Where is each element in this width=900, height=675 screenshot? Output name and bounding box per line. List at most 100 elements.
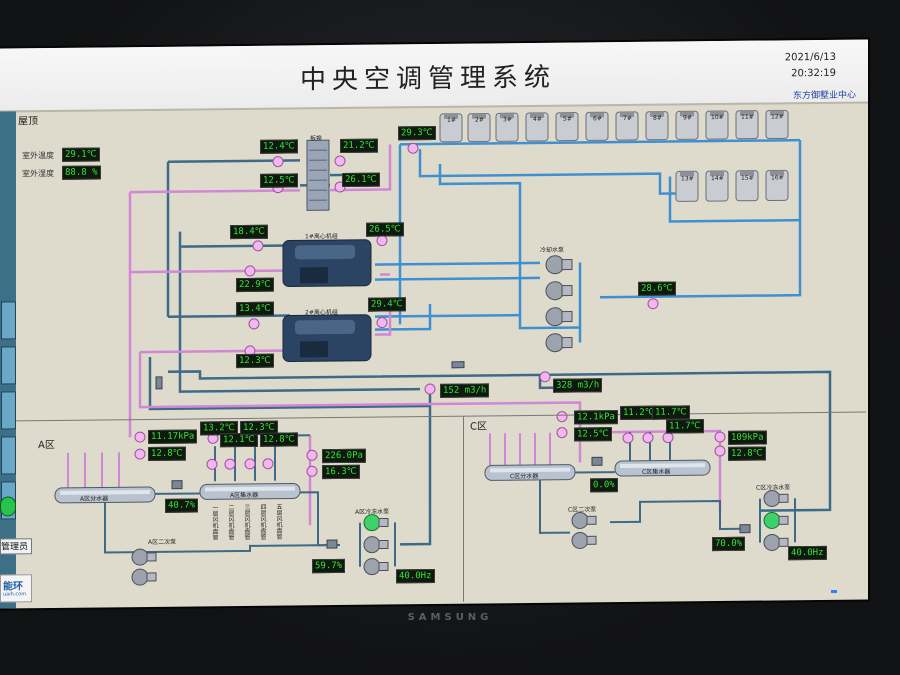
cooling-tower-icon[interactable] bbox=[765, 169, 789, 201]
cooling-tower-icon[interactable] bbox=[735, 110, 759, 140]
cooling-tower-icon[interactable] bbox=[615, 111, 639, 141]
scada-screen: 中央空调管理系统 2021/6/13 20:32:19 东方御墅业中心 bbox=[0, 39, 868, 609]
left-nav-panel bbox=[0, 111, 16, 609]
sensor-node-icon[interactable] bbox=[334, 155, 346, 167]
pump-icon[interactable] bbox=[571, 531, 597, 549]
sensor-node-icon[interactable] bbox=[244, 265, 256, 277]
cooling-tower-icon[interactable] bbox=[525, 112, 549, 142]
cooling-tower-icon[interactable] bbox=[467, 112, 491, 143]
cooling-tower-row-2 bbox=[675, 169, 789, 202]
sensor-node-icon[interactable] bbox=[134, 431, 146, 443]
valve-icon[interactable] bbox=[326, 539, 338, 549]
cooling-tower-icon[interactable] bbox=[735, 170, 759, 202]
zone-a-secondary-pump-label: A区二次泵 bbox=[148, 538, 177, 546]
outdoor-temp-label: 室外温度 bbox=[22, 150, 54, 161]
sensor-node-icon[interactable] bbox=[714, 445, 726, 457]
sensor-node-icon[interactable] bbox=[556, 411, 568, 423]
cooling-water-outlet-temp: 29.3℃ bbox=[398, 125, 436, 141]
sensor-node-icon[interactable] bbox=[252, 240, 264, 252]
cooling-tower-row-1 bbox=[439, 109, 789, 143]
heat-exchanger[interactable] bbox=[306, 139, 330, 211]
sensor-node-icon[interactable] bbox=[376, 317, 388, 329]
sensor-node-icon[interactable] bbox=[407, 142, 419, 154]
pump-icon[interactable] bbox=[131, 548, 157, 566]
chiller-1[interactable] bbox=[282, 239, 372, 288]
sensor-node-icon[interactable] bbox=[206, 458, 218, 470]
pump-running-icon[interactable] bbox=[763, 511, 789, 529]
sensor-node-icon[interactable] bbox=[647, 298, 659, 310]
zone-a-divider-label: A区分水器 bbox=[80, 495, 109, 503]
cooling-tower-icon[interactable] bbox=[705, 170, 729, 202]
chiller-1-return-temp: 22.9℃ bbox=[236, 277, 274, 293]
valve-icon[interactable] bbox=[155, 376, 163, 390]
start-button[interactable] bbox=[0, 496, 16, 517]
cooling-pump-label: 冷却水泵 bbox=[540, 246, 565, 254]
pump-icon[interactable] bbox=[545, 333, 573, 353]
sensor-node-icon[interactable] bbox=[272, 156, 284, 168]
valve-icon[interactable] bbox=[171, 480, 183, 490]
cooling-tower-icon[interactable] bbox=[645, 111, 669, 141]
zone-c-equipment bbox=[484, 431, 796, 551]
sensor-node-icon[interactable] bbox=[306, 449, 318, 461]
zone-a-branch-caption: 一层风机盘管 bbox=[211, 504, 218, 541]
sensor-node-icon[interactable] bbox=[224, 458, 236, 470]
zone-c-return-temp: 12.8℃ bbox=[728, 446, 766, 461]
tower-number: 5# bbox=[563, 115, 572, 123]
sensor-node-icon[interactable] bbox=[248, 318, 260, 330]
sensor-node-icon[interactable] bbox=[539, 371, 551, 383]
cooling-tower-icon[interactable] bbox=[439, 113, 463, 143]
cooling-tower-icon[interactable] bbox=[705, 110, 729, 140]
pump-icon[interactable] bbox=[363, 536, 389, 554]
sensor-node-icon[interactable] bbox=[424, 383, 436, 395]
pump-icon[interactable] bbox=[545, 255, 573, 275]
zone-a-collector-label: A区集水器 bbox=[230, 491, 259, 500]
sensor-node-icon[interactable] bbox=[556, 427, 568, 439]
valve-icon[interactable] bbox=[591, 456, 603, 466]
chiller-1-inlet-temp: 18.4℃ bbox=[230, 224, 268, 240]
pump-icon[interactable] bbox=[545, 281, 573, 301]
valve-icon[interactable] bbox=[451, 361, 465, 369]
zone-c-divider[interactable] bbox=[484, 464, 576, 481]
pump-icon[interactable] bbox=[763, 533, 789, 551]
sensor-node-icon[interactable] bbox=[306, 465, 318, 477]
valve-icon[interactable] bbox=[739, 524, 751, 534]
zone-a-supply-risers bbox=[67, 452, 120, 488]
cooling-tower-icon[interactable] bbox=[555, 112, 579, 142]
admin-button[interactable]: 管理员 bbox=[0, 538, 32, 555]
sensor-node-icon[interactable] bbox=[262, 458, 274, 470]
power-led bbox=[831, 590, 837, 593]
sensor-node-icon[interactable] bbox=[714, 431, 726, 443]
outdoor-temp-value: 29.1℃ bbox=[62, 147, 100, 162]
pump-icon[interactable] bbox=[131, 568, 157, 586]
cooling-tower-icon[interactable] bbox=[675, 110, 699, 140]
sensor-node-icon[interactable] bbox=[662, 432, 674, 444]
zone-c-sensor-temp: 11.7℃ bbox=[666, 419, 704, 434]
nav-button[interactable] bbox=[1, 391, 16, 430]
zone-c-collector[interactable] bbox=[614, 459, 711, 477]
zone-a-collector[interactable] bbox=[199, 482, 301, 500]
sensor-node-icon[interactable] bbox=[642, 432, 654, 444]
zone-a-circ-pump-label: A区冷冻水泵 bbox=[355, 508, 390, 516]
nav-button[interactable] bbox=[1, 346, 16, 385]
zone-c-secondary-pump-label: C区二次泵 bbox=[568, 506, 597, 514]
cooling-tower-icon[interactable] bbox=[495, 112, 519, 142]
nav-button[interactable] bbox=[1, 301, 16, 340]
nav-button[interactable] bbox=[1, 436, 16, 475]
sensor-node-icon[interactable] bbox=[376, 235, 388, 247]
pump-running-icon[interactable] bbox=[363, 514, 389, 532]
pump-icon[interactable] bbox=[363, 558, 389, 576]
sensor-node-icon[interactable] bbox=[134, 448, 146, 460]
heat-exchanger-label: 板换 bbox=[310, 135, 323, 143]
pump-icon[interactable] bbox=[545, 307, 573, 327]
section-divider-vertical bbox=[463, 416, 464, 602]
cooling-tower-icon[interactable] bbox=[675, 170, 699, 202]
chiller-2[interactable] bbox=[282, 314, 372, 363]
outdoor-humidity-value: 88.8 % bbox=[62, 165, 101, 180]
sensor-node-icon[interactable] bbox=[244, 458, 256, 470]
pump-icon[interactable] bbox=[763, 489, 789, 507]
cooling-tower-icon[interactable] bbox=[765, 109, 789, 139]
pump-icon[interactable] bbox=[571, 511, 597, 529]
cooling-tower-icon[interactable] bbox=[585, 111, 609, 141]
sensor-node-icon[interactable] bbox=[622, 432, 634, 444]
zone-a-equipment bbox=[54, 434, 396, 586]
